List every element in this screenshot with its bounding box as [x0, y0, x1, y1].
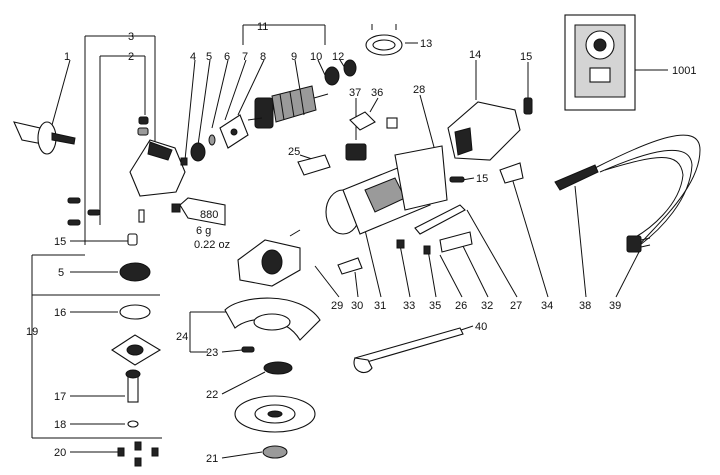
- callout-28: 28: [413, 84, 425, 96]
- armature-part: [247, 85, 329, 129]
- rear-cover-part: [447, 101, 521, 161]
- callout-20: 20: [54, 447, 66, 459]
- callout-39: 39: [609, 300, 621, 312]
- callout-8: 8: [260, 51, 266, 63]
- spindle-group-parts: [110, 262, 162, 467]
- callout-4: 4: [190, 51, 196, 63]
- callout-11: 11: [257, 21, 268, 33]
- flange-part: [263, 361, 293, 375]
- grease-weight-oz: 0.22 oz: [194, 239, 230, 251]
- callout-15-top: 15: [520, 51, 532, 63]
- callout-6: 6: [224, 51, 230, 63]
- callout-18: 18: [54, 419, 66, 431]
- callout-13: 13: [420, 38, 432, 50]
- screws-left: [67, 197, 101, 226]
- callout-40: 40: [475, 321, 487, 333]
- callout-36: 36: [371, 87, 383, 99]
- callout-15-left: 15: [54, 236, 66, 248]
- callout-12: 12: [332, 51, 344, 63]
- callout-5-top: 5: [206, 51, 212, 63]
- callout-7: 7: [242, 51, 248, 63]
- screw-part-middle: [449, 176, 465, 183]
- callout-3: 3: [128, 31, 134, 43]
- wheel-guard-part: [224, 297, 321, 353]
- side-handle-part: [13, 121, 76, 155]
- callout-21: 21: [206, 453, 218, 465]
- callout-19: 19: [26, 326, 38, 338]
- brush-holder-parts: [396, 204, 473, 255]
- small-screws-part: [127, 116, 149, 246]
- cable-parts: [499, 134, 701, 253]
- callout-17: 17: [54, 391, 66, 403]
- callout-23: 23: [206, 347, 218, 359]
- callout-24: 24: [176, 331, 188, 343]
- stator-part: [237, 229, 363, 287]
- callout-29: 29: [331, 300, 343, 312]
- callout-14: 14: [469, 49, 481, 61]
- armature-bearings: [324, 24, 403, 86]
- callout-2: 2: [128, 51, 134, 63]
- gear-head-housing: [129, 139, 188, 197]
- callout-1: 1: [64, 51, 70, 63]
- callout-31: 31: [374, 300, 386, 312]
- callout-35: 35: [429, 300, 441, 312]
- rating-label-inset: [564, 14, 636, 111]
- bearing-washer-parts: [190, 114, 249, 162]
- callout-5-left: 5: [58, 267, 64, 279]
- grease-tube-part: [171, 197, 226, 226]
- callout-25: 25: [288, 146, 300, 158]
- callout-15-middle: 15: [476, 173, 488, 185]
- motor-housing-part: [325, 145, 448, 235]
- grinding-disc-part: [234, 395, 316, 459]
- switch-parts: [345, 111, 444, 175]
- grease-code: 880: [200, 209, 218, 221]
- grease-weight-g: 6 g: [196, 225, 211, 237]
- callout-16: 16: [54, 307, 66, 319]
- callout-34: 34: [541, 300, 553, 312]
- callout-30: 30: [351, 300, 363, 312]
- callout-22: 22: [206, 389, 218, 401]
- screw-part-top: [523, 97, 533, 115]
- callout-26: 26: [455, 300, 467, 312]
- callout-1001: 1001: [672, 65, 696, 77]
- callout-10: 10: [310, 51, 322, 63]
- spanner-wrench-part: [353, 327, 464, 373]
- callout-27: 27: [510, 300, 522, 312]
- callout-32: 32: [481, 300, 493, 312]
- callout-9: 9: [291, 51, 297, 63]
- callout-37: 37: [349, 87, 361, 99]
- label-strip-part: [297, 154, 331, 176]
- callout-labels: 1 3 2 4 5 6 7 8 11 9 10 12 13 14 15 1001…: [26, 21, 696, 465]
- callout-38: 38: [579, 300, 591, 312]
- callout-33: 33: [403, 300, 415, 312]
